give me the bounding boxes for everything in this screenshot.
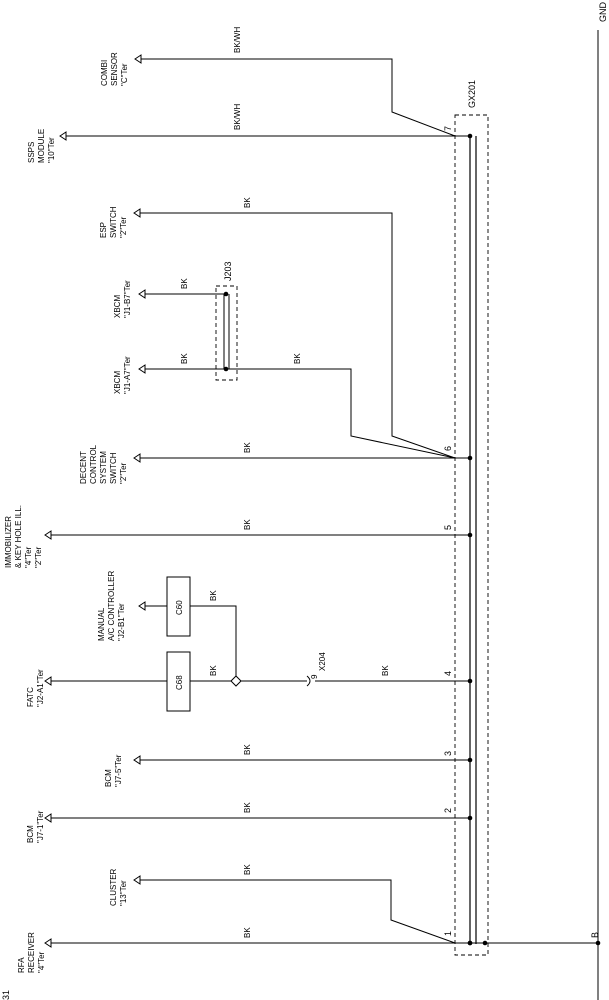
pin-5: 5 bbox=[443, 525, 453, 530]
wire-color-combi: BK/WH bbox=[233, 27, 242, 53]
pin-7: 7 bbox=[443, 126, 453, 131]
splice-gx201: GX201 bbox=[454, 80, 489, 956]
label-bcm-j71: BCM "J7-1"Ter bbox=[26, 810, 45, 843]
wire-xbcm-b7: BK bbox=[138, 278, 226, 299]
wire-color-bcm-j75: BK bbox=[243, 744, 252, 755]
label-combi-sensor: COMBI SENSOR "C"Ter bbox=[100, 50, 129, 86]
wire-color-xbcm-a7: BK bbox=[180, 353, 189, 364]
wire-color-bcm-j71: BK bbox=[243, 802, 252, 813]
connector-x204: X204 bbox=[318, 652, 327, 671]
pin-1: 1 bbox=[443, 931, 453, 936]
connector-c68: C68 bbox=[175, 675, 184, 690]
splice-dots bbox=[467, 133, 488, 946]
ground-label: GND bbox=[598, 2, 608, 23]
wire-fatc: C68 BK 9 X204 BK bbox=[44, 651, 470, 712]
wire-color-xbcm-a7-b: BK bbox=[293, 353, 302, 364]
label-esp-switch: ESP SWITCH "2"Ter bbox=[99, 204, 128, 238]
connector-c60: C60 bbox=[175, 600, 184, 615]
component-labels: COMBI SENSOR "C"Ter SSPS MODULE "10"Ter … bbox=[4, 50, 132, 973]
ground-point: B bbox=[590, 932, 600, 938]
wire-combi-sensor: BK/WH bbox=[134, 27, 470, 137]
splice-label: GX201 bbox=[467, 80, 477, 108]
pin-3: 3 bbox=[443, 751, 453, 756]
wire-color-esp: BK bbox=[243, 197, 252, 208]
wire-color-fatc: BK bbox=[209, 665, 218, 676]
pin-2: 2 bbox=[443, 808, 453, 813]
label-bcm-j75: BCM "J7-5"Ter bbox=[104, 754, 123, 787]
pin-4: 4 bbox=[443, 671, 453, 676]
label-decent-switch: DECENT CONTROL SYSTEM SWITCH "2"Ter bbox=[79, 443, 128, 484]
wire-ssps-module: BK/WH bbox=[59, 104, 470, 141]
page-number: 31 bbox=[1, 990, 11, 1000]
wire-xbcm-a7: BK BK bbox=[138, 353, 470, 459]
label-xbcm-b7: XBCM "J1-B7"Ter bbox=[113, 280, 132, 318]
label-manual-ac: MANUAL A/C CONTROLLER "J2-B1"Ter bbox=[97, 569, 126, 641]
joint-j203: J203 bbox=[215, 261, 238, 381]
wire-color-decent: BK bbox=[243, 442, 252, 453]
wire-decent-switch: BK bbox=[133, 442, 470, 463]
wire-color-ssps: BK/WH bbox=[233, 104, 242, 130]
wire-color-xbcm-b7: BK bbox=[180, 278, 189, 289]
wire-esp-switch: BK bbox=[133, 197, 470, 459]
ground-bus: GND bbox=[597, 2, 608, 1000]
label-immobilizer: IMMOBILIZER & KEY HOLE ILL. "4"Ter "2"Te… bbox=[4, 503, 43, 568]
label-rfa-receiver: RFA RECEIVER "4"Ter bbox=[17, 930, 46, 973]
wire-bcm-j75: BK bbox=[133, 744, 470, 765]
pin-6: 6 bbox=[443, 446, 453, 451]
connector-pin-9: 9 bbox=[310, 674, 319, 679]
wire-bcm-j71: BK bbox=[44, 802, 470, 823]
wire-manual-ac: C60 BK bbox=[138, 576, 237, 676]
wire-color-fatc-b: BK bbox=[381, 665, 390, 676]
label-ssps-module: SSPS MODULE "10"Ter bbox=[27, 127, 56, 163]
wire-immobilizer: BK bbox=[44, 519, 470, 540]
label-fatc: FATC "J2-A1"Ter bbox=[26, 669, 45, 707]
wire-cluster: BK bbox=[133, 864, 470, 944]
wire-color-immobilizer: BK bbox=[243, 519, 252, 530]
pin-numbers: 7 6 5 4 3 2 1 bbox=[443, 126, 453, 936]
joint-label: J203 bbox=[223, 261, 233, 281]
wire-color-manual-ac: BK bbox=[209, 590, 218, 601]
label-xbcm-a7: XBCM "J1-A7"Ter bbox=[113, 356, 132, 394]
wire-color-cluster: BK bbox=[243, 864, 252, 875]
wire-color-rfa: BK bbox=[243, 927, 252, 938]
wire-rfa-receiver: BK B bbox=[44, 927, 601, 948]
label-cluster: CLUSTER "13"Ter bbox=[109, 866, 128, 906]
